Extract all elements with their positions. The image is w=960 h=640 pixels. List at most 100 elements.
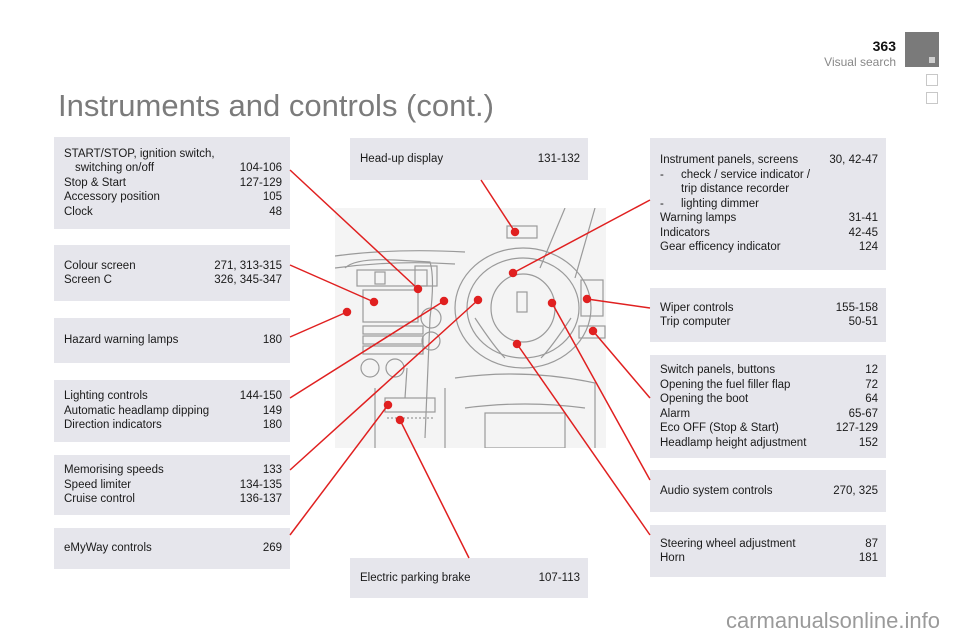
index-label: START/STOP, ignition switch, (64, 147, 215, 160)
page-reference[interactable]: 124 (858, 241, 878, 254)
index-label-text: lighting dimmer (681, 197, 759, 210)
page-reference[interactable]: 271, 313-315 (214, 259, 282, 272)
page-reference[interactable]: 31-41 (848, 212, 878, 225)
index-row: Audio system controls 270, 325 (660, 484, 878, 499)
page-reference[interactable]: 30, 42-47 (829, 154, 878, 167)
section-tab[interactable] (926, 92, 938, 104)
watermark: carmanualsonline.info (725, 608, 940, 633)
index-row: START/STOP, ignition switch, (64, 147, 282, 162)
index-row: Steering wheel adjustment 87 (660, 537, 878, 552)
index-row: Direction indicators 180 (64, 418, 282, 433)
index-row: Colour screen 271, 313-315 (64, 259, 282, 274)
page-reference[interactable]: 136-137 (239, 493, 282, 506)
page-reference[interactable]: 42-45 (848, 226, 878, 239)
index-label: Trip computer (660, 316, 731, 328)
index-row: - lighting dimmer (660, 197, 878, 212)
index-label: -check / service indicator / (660, 168, 810, 183)
index-row: Switch panels, buttons 12 (660, 363, 878, 378)
page-reference[interactable]: 326, 345-347 (214, 274, 282, 286)
index-row: Headlamp height adjustment 152 (660, 436, 878, 451)
index-label: Headlamp height adjustment (660, 436, 807, 449)
index-label: Audio system controls (660, 484, 773, 497)
page-reference[interactable]: 72 (865, 378, 878, 391)
index-label: Screen C (64, 274, 112, 286)
index-label: Alarm (660, 407, 691, 420)
index-row: Eco OFF (Stop & Start)127-129 (660, 421, 878, 436)
index-row: Indicators 42-45 (660, 226, 878, 241)
tab-marker-icon (929, 57, 935, 63)
index-row: Electric parking brake 107-113 (360, 571, 580, 586)
page-reference[interactable]: 50-51 (848, 316, 878, 328)
index-row: Clock 48 (64, 205, 282, 220)
index-row: Alarm 65-67 (660, 407, 878, 422)
dashboard-illustration (335, 208, 606, 448)
page-reference[interactable]: 180 (262, 334, 282, 347)
index-label: Speed limiter (64, 478, 132, 491)
page-reference[interactable]: 127-129 (835, 422, 878, 434)
page-reference[interactable]: 105 (262, 191, 282, 204)
index-label: Direction indicators (64, 419, 162, 432)
section-tab-active[interactable] (905, 32, 939, 67)
page-reference[interactable]: 127-129 (239, 176, 282, 189)
index-label: Switch panels, buttons (660, 364, 776, 376)
bullet-dash: - (660, 197, 664, 210)
index-row: -check / service indicator / (660, 168, 878, 183)
index-row: Opening the fuel filler flap 72 (660, 378, 878, 393)
page-reference[interactable]: 107-113 (538, 571, 580, 584)
index-label: Indicators (660, 226, 710, 239)
page-reference[interactable]: 180 (262, 419, 282, 432)
index-row: Wiper controls 155-158 (660, 301, 878, 316)
index-label: Colour screen (64, 259, 136, 272)
section-name: Visual search (824, 55, 896, 69)
index-row: Trip computer 50-51 (660, 315, 878, 330)
page-reference[interactable]: 270, 325 (833, 484, 878, 497)
page-reference[interactable]: 152 (858, 436, 878, 449)
page-reference[interactable]: 12 (865, 364, 878, 376)
page-reference[interactable]: 104-106 (239, 162, 282, 175)
callout-box-start-stop: START/STOP, ignition switch,switching on… (54, 137, 290, 229)
page-reference[interactable]: 64 (865, 393, 878, 405)
index-label: Accessory position (64, 191, 160, 204)
page-reference[interactable]: 181 (858, 552, 878, 564)
index-label: Warning lamps (660, 212, 737, 225)
page-reference[interactable]: 149 (262, 404, 282, 417)
index-row: Horn 181 (660, 551, 878, 566)
index-label: Horn (660, 552, 685, 564)
index-row: Lighting controls 144-150 (64, 389, 282, 404)
page-reference[interactable]: 269 (262, 542, 282, 555)
page-reference[interactable]: 65-67 (848, 407, 878, 420)
page-reference[interactable]: 155-158 (835, 301, 878, 314)
callout-box-parking-brake: Electric parking brake 107-113 (350, 558, 588, 598)
index-label: Clock (64, 205, 93, 218)
index-row: Warning lamps 31-41 (660, 211, 878, 226)
page-reference[interactable]: 134-135 (239, 478, 282, 491)
callout-box-head-up-display: Head-up display 131-132 (350, 138, 588, 180)
index-label: Electric parking brake (360, 571, 471, 584)
page-reference[interactable]: 48 (269, 205, 282, 218)
index-label: Steering wheel adjustment (660, 537, 796, 550)
section-tab[interactable] (926, 74, 938, 86)
index-label: trip distance recorder (681, 183, 790, 196)
page-reference[interactable]: 131-132 (537, 152, 580, 165)
index-label: Opening the fuel filler flap (660, 378, 791, 391)
page-reference[interactable]: 87 (865, 537, 878, 550)
index-label: Lighting controls (64, 390, 148, 403)
page-reference[interactable]: 144-150 (239, 390, 282, 403)
index-label: Wiper controls (660, 301, 734, 314)
index-row: Accessory position 105 (64, 190, 282, 205)
page-reference[interactable]: 133 (262, 464, 282, 477)
